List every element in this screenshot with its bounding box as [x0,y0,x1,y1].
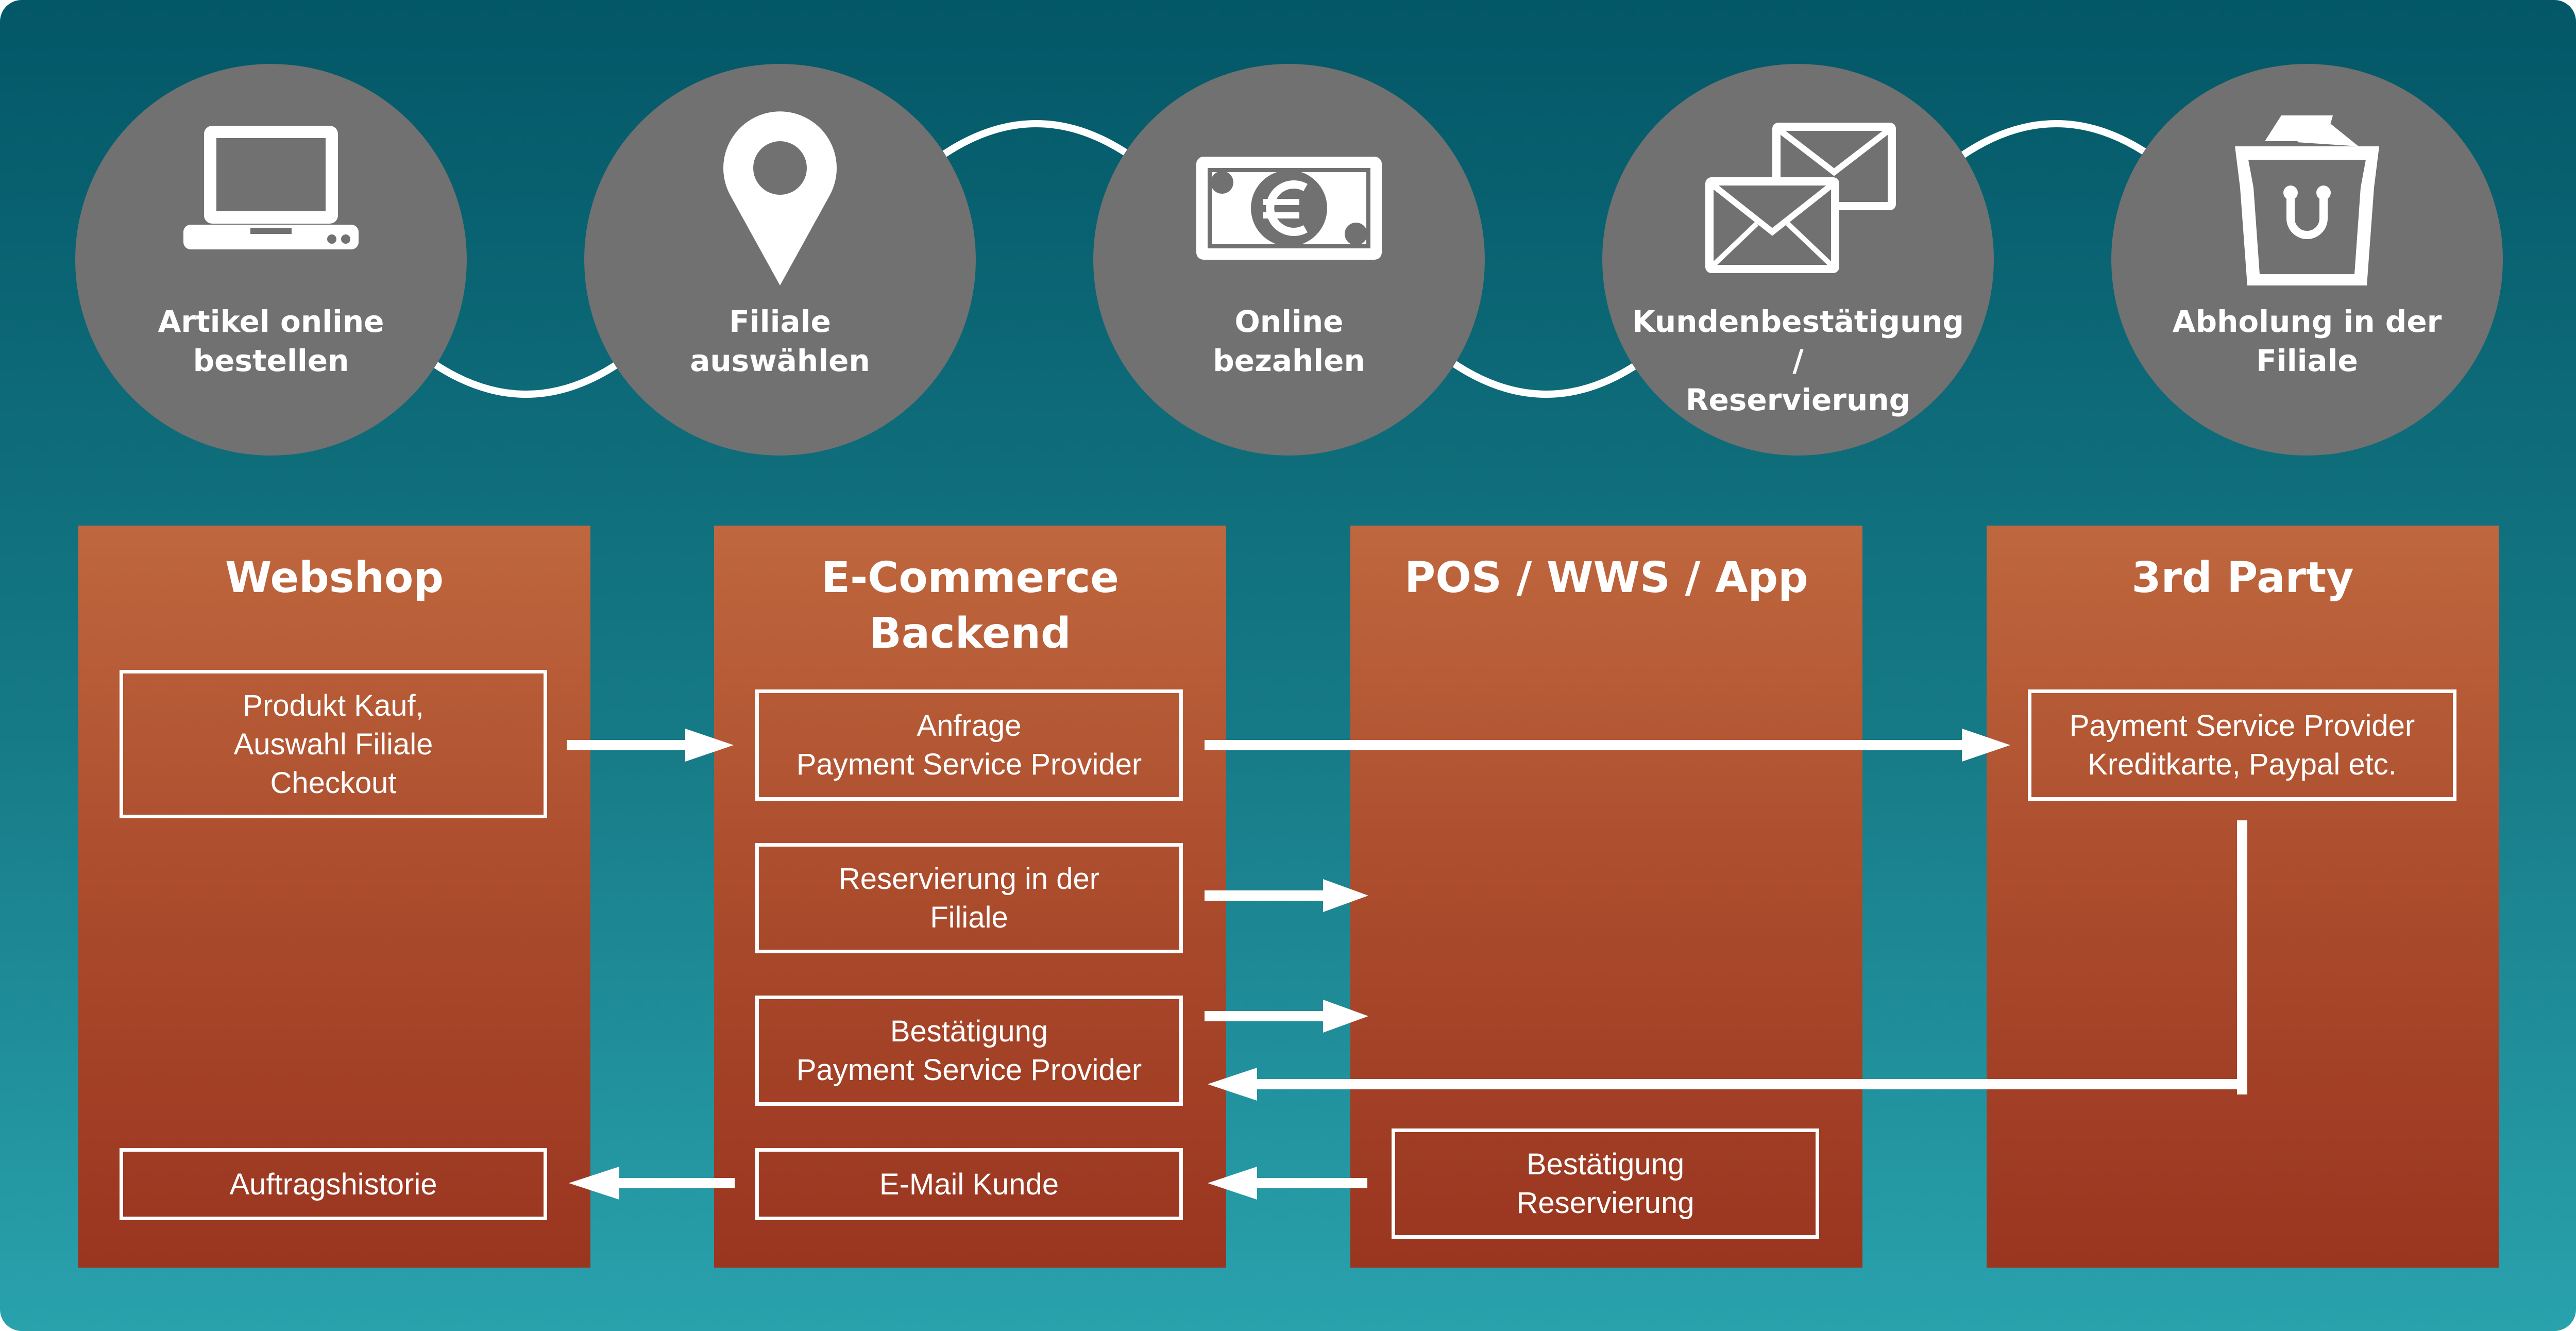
box-backend-customer-email: E-Mail Kunde [755,1148,1183,1220]
arrow-pos-to-email [1208,1167,1367,1200]
step-label: Filiale auswählen [690,304,870,378]
connector-arc-4 [1950,120,2162,165]
step-circle-pay-online: Online bezahlen [1093,64,1485,456]
column-webshop: Webshop [78,526,590,1268]
column-ecommerce-backend: E-Commerce Backend [714,526,1226,1268]
step-circle-store-pickup: Abholung in der Filiale [2111,64,2503,456]
arrow-reservation-to-pos [1205,879,1368,912]
box-backend-psp-request: Anfrage Payment Service Provider [755,689,1183,801]
step-label: Abholung in der Filiale [2172,304,2442,378]
connector-arc-2 [930,120,1142,165]
column-title: 3rd Party [2131,553,2354,602]
column-title: Webshop [225,553,444,602]
location-pin-icon [723,111,837,285]
laptop-icon [183,126,359,249]
euro-banknote-icon [1196,157,1382,260]
box-webshop-checkout: Produkt Kauf, Auswahl Filiale Checkout [120,670,547,818]
step-circle-select-store: Filiale auswählen [584,64,976,456]
step-circle-customer-confirmation: Kundenbestätigung / Reservierung [1602,64,1994,456]
circle-connectors [420,120,2162,398]
arrow-psp-to-backend-confirmation [1208,820,2247,1101]
box-backend-psp-confirmation: Bestätigung Payment Service Provider [755,996,1183,1106]
connector-arc-1 [420,352,632,398]
arrow-checkout-to-backend [567,729,734,762]
step-label: Kundenbestätigung / Reservierung [1632,304,1964,417]
box-thirdparty-psp: Payment Service Provider Kreditkarte, Pa… [2028,689,2456,801]
box-backend-store-reservation: Reservierung in der Filiale [755,843,1183,953]
box-webshop-order-history: Auftragshistorie [120,1148,547,1220]
envelopes-icon [1705,123,1896,273]
column-title: POS / WWS / App [1404,553,1808,602]
step-circle-order-online: Artikel online bestellen [75,64,467,456]
arrow-confirmation-to-pos [1205,1000,1368,1033]
step-label: Online bezahlen [1213,304,1365,378]
column-title: E-Commerce Backend [821,553,1119,658]
connector-arc-3 [1440,352,1652,398]
step-label: Artikel online bestellen [158,304,384,378]
column-pos-wws-app: POS / WWS / App [1350,526,1862,1268]
shopping-bag-icon [2235,115,2379,285]
arrow-backend-to-psp [1205,729,2010,762]
arrow-email-to-history [569,1167,735,1200]
box-pos-reservation-confirmation: Bestätigung Reservierung [1392,1128,1819,1239]
